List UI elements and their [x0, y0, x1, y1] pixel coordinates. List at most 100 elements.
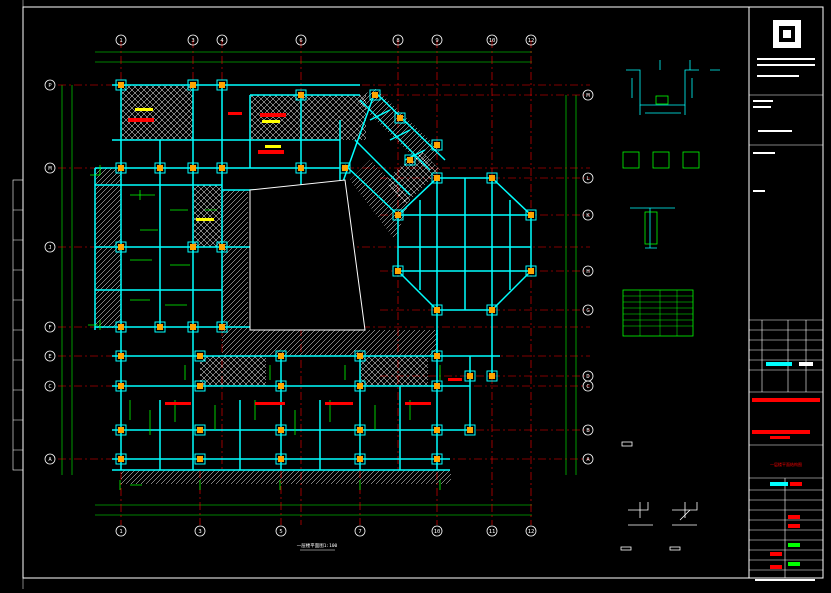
column-core — [467, 427, 473, 433]
grid-bubble-top-circle — [216, 34, 228, 46]
grid-bubble-bottom-circle — [486, 525, 498, 537]
columns — [115, 79, 537, 465]
grid-bubble-bottom-circle — [275, 525, 287, 537]
grid-bubble-right: H — [586, 269, 589, 275]
column — [187, 162, 199, 174]
grid-bubble-top-circle — [115, 34, 127, 46]
grid-bubble-left: A — [48, 457, 52, 463]
column-core — [434, 307, 440, 313]
column-core — [357, 427, 363, 433]
column-core — [157, 165, 163, 171]
grid-bubble-top: 12 — [528, 38, 535, 44]
column — [115, 350, 127, 362]
column-core — [157, 324, 163, 330]
column-core — [190, 324, 196, 330]
column-core — [407, 157, 413, 163]
grid-bubble-top-circle — [486, 34, 498, 46]
column-core — [357, 456, 363, 462]
grid-bubble-left: P — [48, 83, 52, 89]
grid-bubble-top: 3 — [191, 38, 194, 44]
column — [115, 321, 127, 333]
column — [115, 162, 127, 174]
column-core — [528, 268, 534, 274]
grid-bubble-bottom: 5 — [279, 529, 282, 535]
project-name: 一层楼平面结构图 — [770, 461, 802, 467]
grid-bubble-right: G — [586, 308, 589, 314]
column-core — [298, 165, 304, 171]
column — [115, 79, 127, 91]
column-core — [278, 456, 284, 462]
column — [486, 370, 498, 382]
column — [115, 241, 127, 253]
column — [525, 209, 537, 221]
column — [194, 380, 206, 392]
grid-bubble-top: 9 — [435, 38, 438, 44]
column — [431, 350, 443, 362]
column-core — [118, 165, 124, 171]
grid-bubble-right: K — [586, 213, 590, 219]
grid-bubble-bottom-circle — [431, 525, 443, 537]
column-core — [118, 244, 124, 250]
column — [115, 380, 127, 392]
column-core — [489, 373, 495, 379]
yellow-annotation-tags — [135, 108, 281, 221]
grid-bubble-top: 8 — [396, 38, 399, 44]
column-core — [197, 353, 203, 359]
column-core — [278, 427, 284, 433]
column — [275, 453, 287, 465]
grid-bubble-right: M — [586, 93, 590, 99]
plan-caption: 一层楼平面图1:100 — [297, 542, 338, 549]
column — [339, 162, 351, 174]
grid-bubble-left: M — [48, 166, 52, 172]
grid-bubble-left: F — [48, 325, 51, 331]
column — [295, 162, 307, 174]
column — [187, 79, 199, 91]
grid-bubble-top-circle — [392, 34, 404, 46]
column — [486, 172, 498, 184]
grid-bubble-bottom-circle — [115, 525, 127, 537]
column-core — [190, 82, 196, 88]
detail-sketches — [622, 60, 720, 249]
grid-bubble-right-circle — [582, 380, 594, 392]
column — [354, 380, 366, 392]
column-core — [434, 427, 440, 433]
grid-bubble-left-circle — [44, 162, 56, 174]
column — [369, 89, 381, 101]
column — [187, 241, 199, 253]
column-core — [118, 427, 124, 433]
column-core — [357, 353, 363, 359]
column-core — [434, 353, 440, 359]
column-core — [357, 383, 363, 389]
column-core — [197, 456, 203, 462]
column — [394, 112, 406, 124]
column — [486, 304, 498, 316]
column-core — [528, 212, 534, 218]
grid-bubble-left-circle — [44, 380, 56, 392]
rebar-annotations — [88, 165, 441, 490]
grid-bubble-right-circle — [582, 304, 594, 316]
grid-bubble-right: A — [586, 457, 590, 463]
column — [431, 139, 443, 151]
binding-strip — [12, 179, 24, 471]
grid-bubble-bottom: 7 — [358, 529, 361, 535]
grid-bubble-right-circle — [582, 424, 594, 436]
column — [275, 350, 287, 362]
red-annotation-tags — [128, 112, 462, 405]
column-core — [118, 82, 124, 88]
grid-bubble-left: J — [48, 245, 51, 251]
column — [431, 453, 443, 465]
column-core — [219, 165, 225, 171]
column — [275, 380, 287, 392]
grid-bubble-right: B — [586, 428, 590, 434]
column — [216, 241, 228, 253]
column-core — [118, 324, 124, 330]
grid-bubble-left: C — [48, 384, 51, 390]
grid-bubble-right: C — [586, 384, 589, 390]
column — [464, 424, 476, 436]
courtyard-void — [249, 179, 366, 331]
grid-bubble-bottom-circle — [525, 525, 537, 537]
